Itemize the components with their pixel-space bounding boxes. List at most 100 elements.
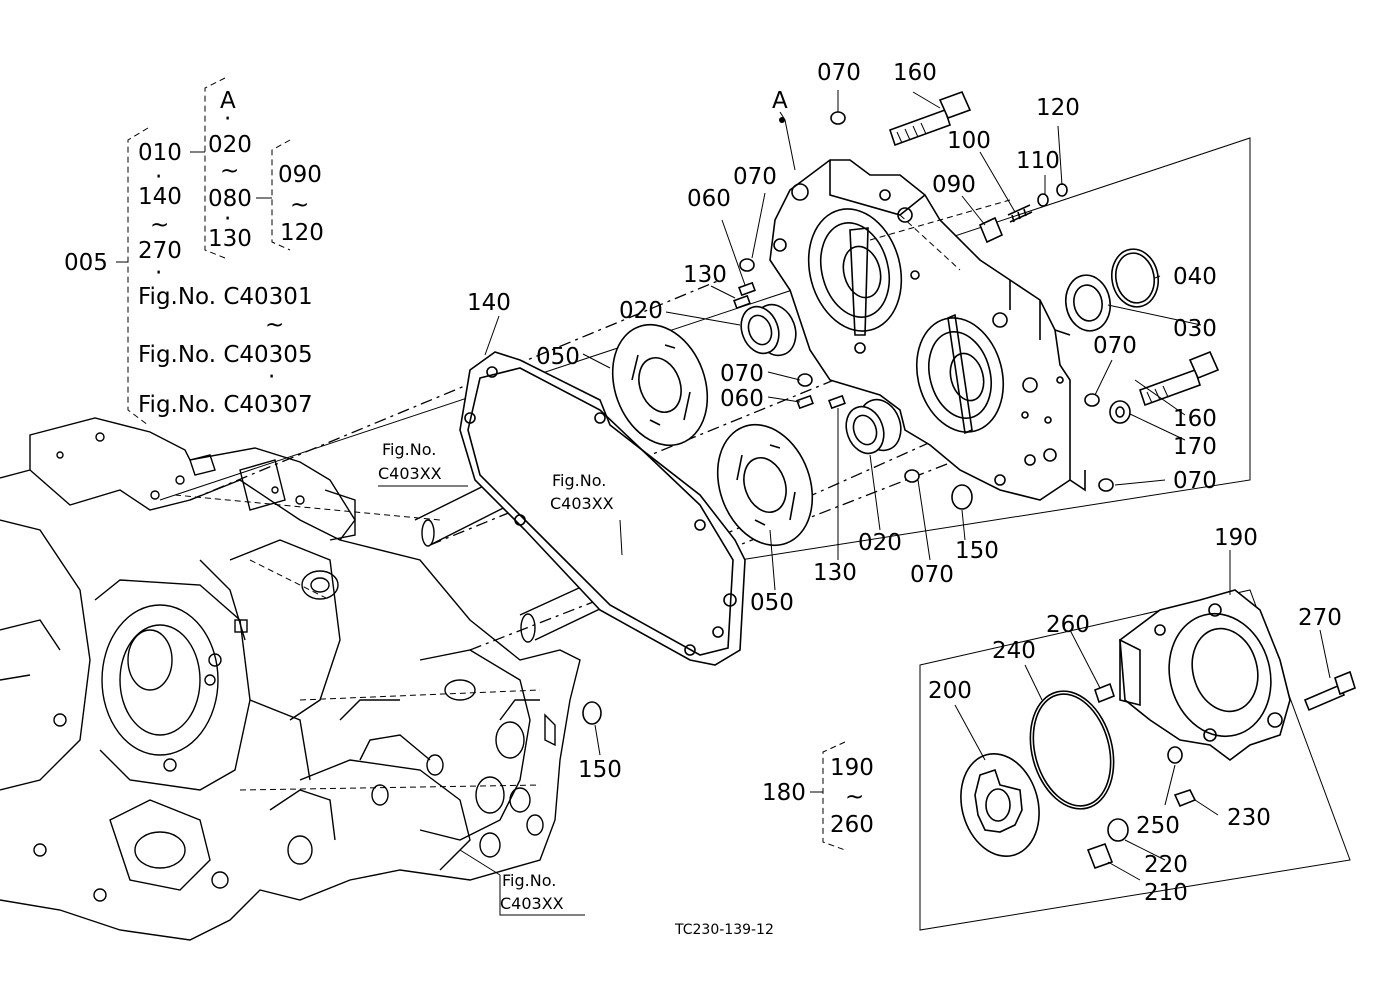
callout-a: A <box>772 88 788 114</box>
part-label-160: 160 <box>893 60 937 86</box>
part-label-070: 070 <box>1093 333 1137 359</box>
bolt-160-top <box>888 90 972 147</box>
part-label-070: 070 <box>817 60 861 86</box>
fig-no-ref-1-code: C403XX <box>378 464 442 483</box>
gasket-140 <box>459 351 746 666</box>
trochoid-pump-frame <box>919 589 1351 931</box>
dot-mark: · <box>224 206 231 232</box>
part-label-170: 170 <box>1173 434 1217 460</box>
dot-mark: · <box>155 164 162 190</box>
o-ring-150-upper <box>951 484 973 510</box>
pump-cover-190 <box>1119 589 1291 761</box>
dot-mark: · <box>268 364 275 390</box>
part-label-130: 130 <box>683 262 727 288</box>
part-label-250: 250 <box>1136 813 1180 839</box>
part-label-220: 220 <box>1144 852 1188 878</box>
fig-no-ref-3-title: Fig.No. <box>502 871 556 890</box>
relief-valve-parts <box>978 183 1068 244</box>
part-label-020: 020 <box>858 530 902 556</box>
part-label-060: 060 <box>687 186 731 212</box>
inner-rotor-200 <box>960 753 1040 857</box>
range-c-end: 120 <box>280 220 324 246</box>
side-plate-050-lower <box>716 423 814 547</box>
part-label-040: 040 <box>1173 264 1217 290</box>
part-label-060: 060 <box>720 386 764 412</box>
range-b-header: A <box>220 88 236 114</box>
part-label-190: 190 <box>1214 525 1258 551</box>
part-label-090: 090 <box>932 172 976 198</box>
part-label-110: 110 <box>1016 148 1060 174</box>
plug-210 <box>1086 842 1114 870</box>
part-label-230: 230 <box>1227 805 1271 831</box>
transmission-case <box>0 417 581 941</box>
sub-range-end: 260 <box>830 812 874 838</box>
tilde-mark: ~ <box>220 158 239 184</box>
leader-lines <box>378 90 1331 916</box>
part-label-070: 070 <box>733 164 777 190</box>
fig-no-ref-3-code: C403XX <box>500 894 564 913</box>
fig-ref-2: Fig.No. C40305 <box>138 342 313 368</box>
tilde-mark: ~ <box>290 192 309 218</box>
range-a-end: 270 <box>138 238 182 264</box>
tilde-mark: ~ <box>845 784 864 810</box>
range-a-mid: 140 <box>138 184 182 210</box>
tilde-mark: ~ <box>150 212 169 238</box>
fig-ref-1: Fig.No. C40301 <box>138 284 313 310</box>
alignment-line-1 <box>189 279 721 501</box>
dot-mark: · <box>155 260 162 286</box>
part-label-210: 210 <box>1144 880 1188 906</box>
fig-ref-3: Fig.No. C40307 <box>138 392 313 418</box>
bolt-270 <box>1303 683 1346 712</box>
part-label-200: 200 <box>928 678 972 704</box>
assembly-tree-brackets <box>116 77 846 851</box>
bushing-020-upper <box>740 303 797 357</box>
o-ring-040 <box>1110 248 1160 308</box>
part-label-270: 270 <box>1298 605 1342 631</box>
o-ring-150-lower <box>582 701 602 725</box>
range-b-end: 130 <box>208 226 252 252</box>
part-label-070: 070 <box>910 562 954 588</box>
side-plate-050-upper <box>611 323 709 447</box>
washer-170 <box>1109 400 1131 424</box>
part-label-020: 020 <box>619 298 663 324</box>
bushing-020-lower <box>845 398 902 455</box>
dot-mark: · <box>224 106 231 132</box>
range-b-start: 020 <box>208 132 252 158</box>
part-label-150: 150 <box>955 538 999 564</box>
o-ring-240 <box>1029 690 1115 810</box>
range-a-start: 010 <box>138 140 182 166</box>
part-label-160: 160 <box>1173 406 1217 432</box>
part-label-140: 140 <box>467 290 511 316</box>
range-c-start: 090 <box>278 162 322 188</box>
part-label-070: 070 <box>1173 468 1217 494</box>
sub-range-start: 190 <box>830 755 874 781</box>
pins <box>733 111 1114 492</box>
part-label-050: 050 <box>536 344 580 370</box>
pin-260 <box>1094 682 1115 704</box>
fig-no-ref-2-title: Fig.No. <box>552 471 606 490</box>
part-label-100: 100 <box>947 128 991 154</box>
part-label-120: 120 <box>1036 95 1080 121</box>
part-label-260: 260 <box>1046 612 1090 638</box>
assembly-180-label: 180 <box>762 780 806 806</box>
part-label-150: 150 <box>578 757 622 783</box>
oil-seal-030 <box>1064 274 1112 332</box>
fig-no-ref-2-code: C403XX <box>550 494 614 513</box>
part-label-030: 030 <box>1173 316 1217 342</box>
part-label-130: 130 <box>813 560 857 586</box>
fig-no-ref-1-title: Fig.No. <box>382 440 436 459</box>
plug-230 <box>1173 789 1197 808</box>
pump-housing <box>769 159 1086 501</box>
assembly-005-label: 005 <box>64 250 108 276</box>
o-ring-250 <box>1167 746 1183 764</box>
part-label-070: 070 <box>720 361 764 387</box>
range-b-mid: 080 <box>208 186 252 212</box>
part-label-240: 240 <box>992 638 1036 664</box>
tilde-mark: ~ <box>265 312 284 338</box>
o-ring-220 <box>1107 818 1129 842</box>
bolt-160-right <box>1138 350 1220 407</box>
drawing-code: TC230-139-12 <box>674 922 774 938</box>
part-label-050: 050 <box>750 590 794 616</box>
